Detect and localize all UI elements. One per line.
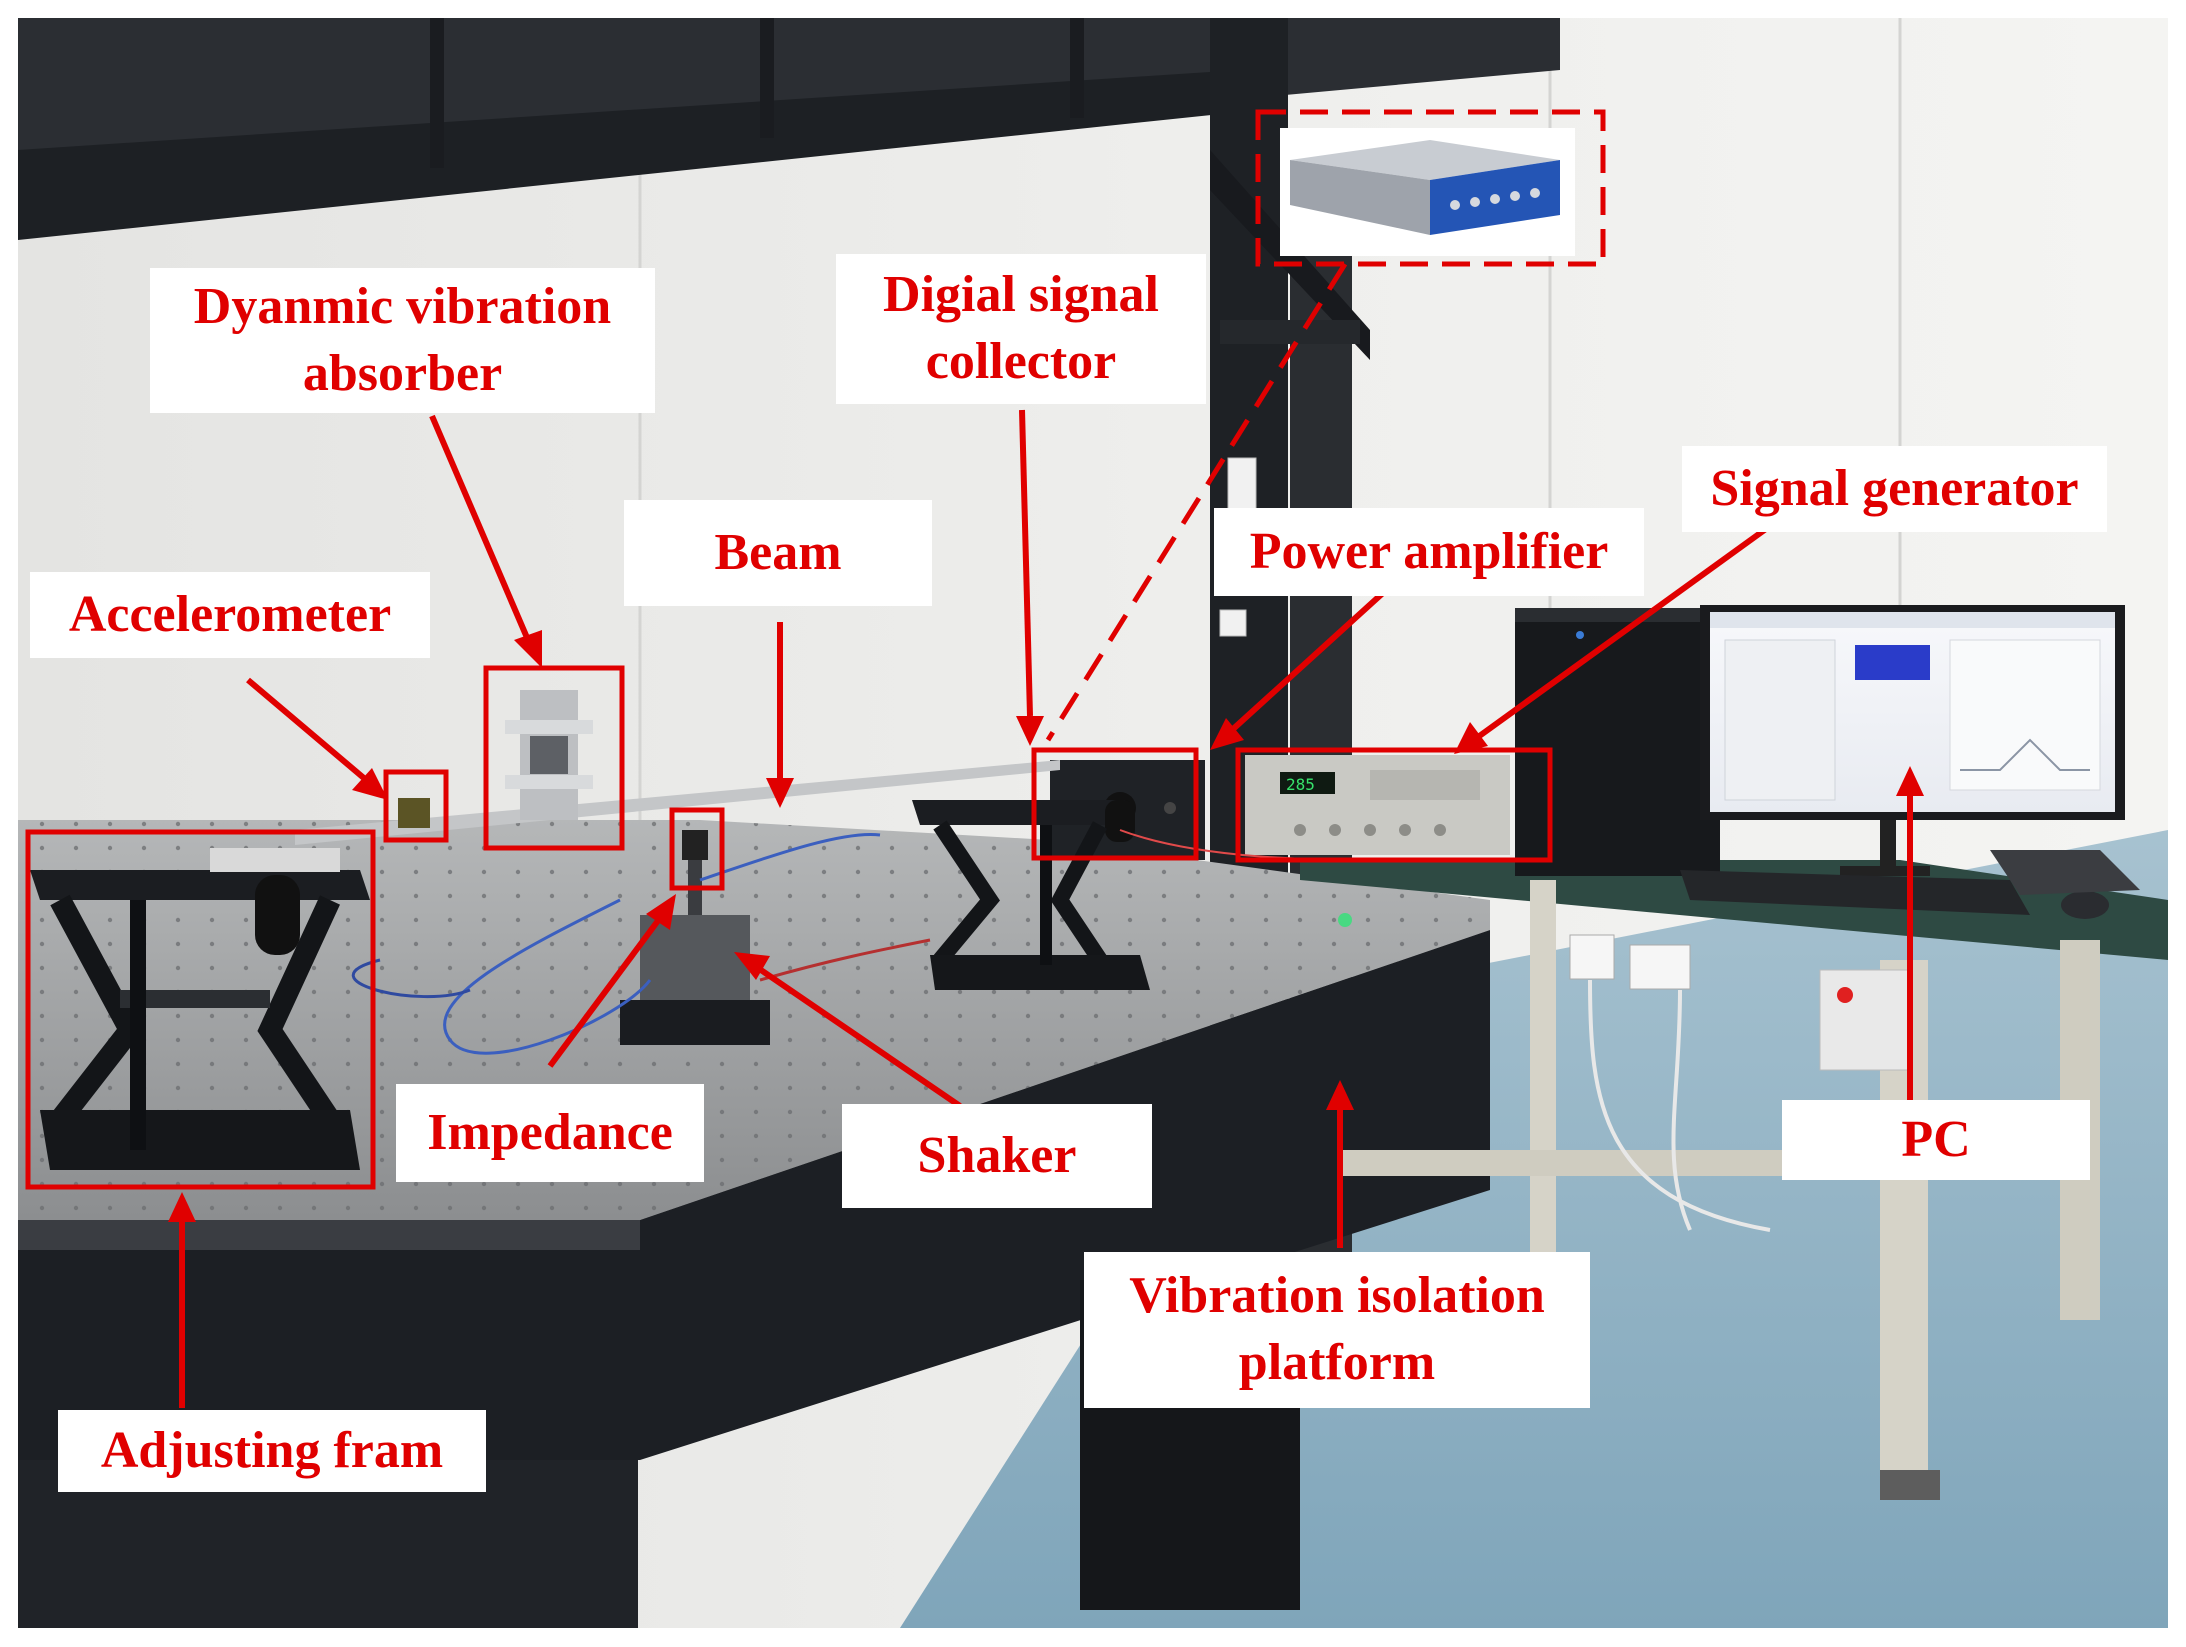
label-dva-line1: Dyanmic vibration: [193, 277, 612, 335]
label-signal-generator: Signal generator: [1682, 446, 2107, 532]
label-dva-line2: absorber: [302, 344, 503, 402]
label-digital-signal-collector: Digial signal collector: [836, 254, 1206, 404]
label-signal-generator-text: Signal generator: [1710, 459, 2079, 517]
label-adjusting-frame-text: Adjusting fram: [100, 1421, 444, 1479]
label-pc-text: PC: [1901, 1110, 1971, 1168]
label-impedance-text: Impedance: [427, 1103, 673, 1161]
pc-tower: [1515, 608, 1720, 876]
shaker-device: [620, 830, 770, 1045]
label-power-amplifier: Power amplifier: [1214, 508, 1644, 596]
label-accelerometer-text: Accelerometer: [68, 585, 392, 643]
label-dynamic-vibration-absorber: Dyanmic vibration absorber: [150, 268, 655, 413]
label-beam-text: Beam: [714, 523, 842, 581]
dynamic-vibration-absorber-device: [505, 690, 593, 820]
label-accelerometer: Accelerometer: [30, 572, 430, 658]
label-shaker-text: Shaker: [917, 1126, 1077, 1184]
label-collector-line1: Digial signal: [883, 266, 1159, 324]
label-vib-line2: platform: [1238, 1334, 1436, 1391]
mouse: [2061, 891, 2109, 919]
collector-dashed-link: [1045, 262, 1348, 742]
adjusting-frame-device: [30, 848, 370, 1170]
label-shaker: Shaker: [842, 1104, 1152, 1208]
accelerometer-device: [398, 798, 430, 828]
label-power-amplifier-text: Power amplifier: [1249, 522, 1609, 580]
annotation-boxes: [25, 109, 1606, 1190]
annotation-arrows: [168, 409, 1924, 1408]
ceiling-frame: [18, 18, 1560, 240]
adjusting-frame-device-right: [912, 800, 1150, 990]
label-vib-line1: Vibration isolation: [1129, 1267, 1545, 1325]
label-beam: Beam: [624, 500, 932, 606]
keyboard: [1680, 870, 2030, 915]
label-impedance: Impedance: [396, 1084, 704, 1182]
table-body: [18, 930, 1490, 1460]
label-pc: PC: [1782, 1100, 2090, 1180]
svg-text:285: 285: [1286, 775, 1315, 794]
signal-generator-device: 285: [1245, 755, 1510, 855]
label-adjusting-frame: Adjusting fram: [58, 1410, 486, 1492]
label-collector-line2: collector: [925, 333, 1117, 390]
wall-outlets: [1569, 934, 1911, 1071]
data-acquisition-box-icon: [1280, 128, 1575, 256]
label-vibration-isolation-platform: Vibration isolation platform: [1084, 1252, 1590, 1408]
